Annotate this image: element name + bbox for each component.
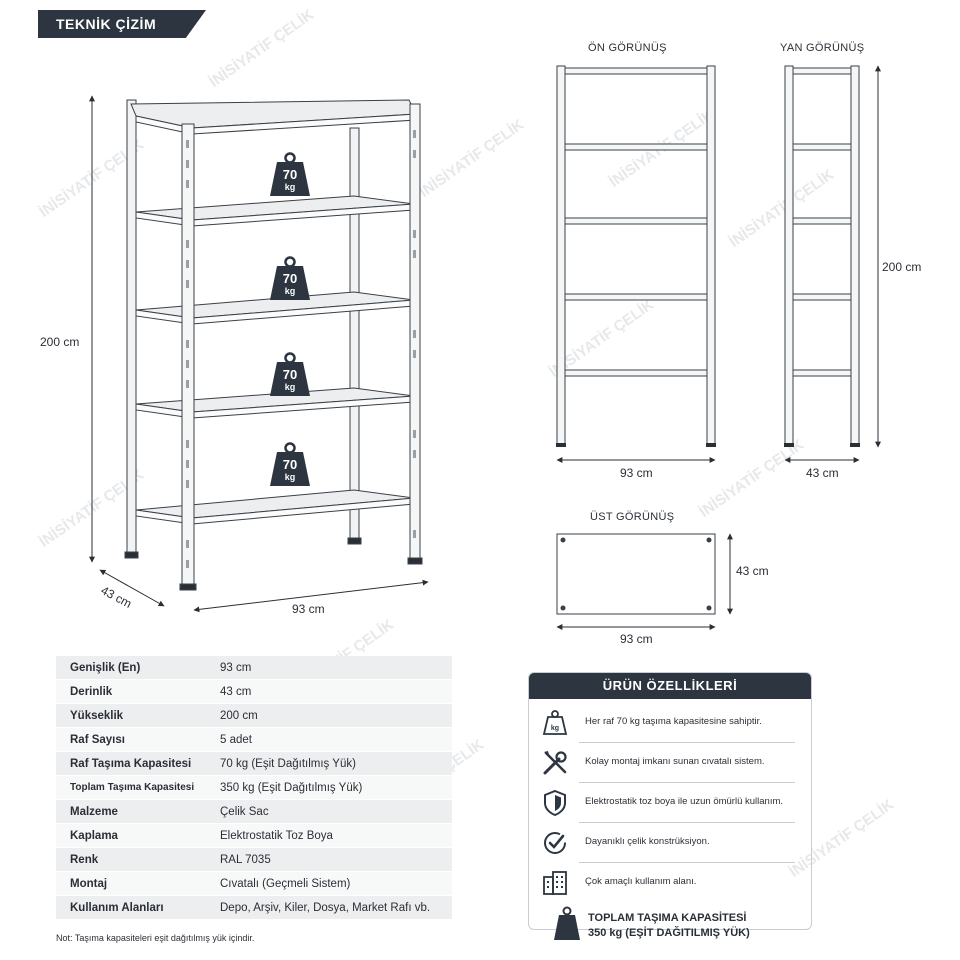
weight-unit: kg: [284, 182, 296, 192]
weight-icon: kg: [542, 710, 568, 735]
weight-icon: [270, 256, 310, 300]
feature-text: Çok amaçlı kullanım alanı.: [585, 876, 697, 887]
spec-value: Çelik Sac: [206, 799, 452, 824]
side-view-title: YAN GÖRÜNÜŞ: [780, 42, 865, 54]
feature-item: kg Her raf 70 kg taşıma kapasitesine sah…: [529, 703, 811, 743]
weight-icon: [270, 352, 310, 396]
spec-key: Genişlik (En): [56, 656, 206, 680]
weight-value: 70: [282, 167, 298, 182]
weight-unit: kg: [284, 472, 296, 482]
weight-value: 70: [282, 271, 298, 286]
feature-item: Dayanıklı çelik konstrüksiyon.: [529, 823, 811, 863]
spec-value: 70 kg (Eşit Dağıtılmış Yük): [206, 751, 452, 776]
feature-item: Kolay montaj imkanı sunan cıvatalı siste…: [529, 743, 811, 783]
spec-key: Yükseklik: [56, 703, 206, 728]
spec-key: Raf Sayısı: [56, 727, 206, 752]
side-view-drawing: [784, 65, 881, 463]
feature-item: Elektrostatik toz boya ile uzun ömürlü k…: [529, 783, 811, 823]
spec-value: 350 kg (Eşit Dağıtılmış Yük): [206, 775, 452, 800]
total-capacity: TOPLAM TAŞIMA KAPASİTESİ 350 kg (EŞİT DA…: [588, 911, 750, 941]
weight-unit: kg: [284, 382, 296, 392]
front-view-title: ÖN GÖRÜNÜŞ: [588, 42, 667, 54]
wrench-screwdriver-icon: [543, 751, 567, 775]
spec-key: Derinlik: [56, 679, 206, 704]
svg-text:kg: kg: [551, 725, 559, 732]
feature-text: Elektrostatik toz boya ile uzun ömürlü k…: [585, 796, 784, 807]
top-view-depth-label: 43 cm: [736, 564, 769, 578]
total-capacity-value: 350 kg (EŞİT DAĞITILMIŞ YÜK): [588, 927, 750, 939]
spec-key: Montaj: [56, 871, 206, 896]
table-row: Genişlik (En)93 cm: [56, 656, 452, 680]
spec-key: Kullanım Alanları: [56, 895, 206, 920]
weight-tag: 70 kg: [268, 256, 312, 302]
page-title: TEKNİK ÇİZİM: [38, 10, 206, 38]
feature-text: Kolay montaj imkanı sunan cıvatalı siste…: [585, 756, 765, 767]
weight-tag: 70 kg: [268, 152, 312, 198]
spec-value: 200 cm: [206, 703, 452, 728]
spec-value: RAL 7035: [206, 847, 452, 872]
spec-key: Malzeme: [56, 799, 206, 824]
weight-value: 70: [282, 367, 298, 382]
features-title: ÜRÜN ÖZELLİKLERİ: [529, 673, 811, 699]
spec-value: Cıvatalı (Geçmeli Sistem): [206, 871, 452, 896]
spec-key: Toplam Taşıma Kapasitesi: [56, 775, 206, 800]
feature-text: Her raf 70 kg taşıma kapasitesine sahipt…: [585, 716, 762, 727]
features-panel: ÜRÜN ÖZELLİKLERİ kg Her raf 70 kg taşıma…: [528, 672, 812, 930]
shield-icon: [544, 789, 566, 817]
perspective-width-label: 93 cm: [292, 602, 325, 616]
side-view-height-label: 200 cm: [882, 260, 922, 274]
top-view-drawing: [556, 533, 733, 630]
feature-item: Çok amaçlı kullanım alanı.: [529, 863, 811, 903]
weight-tag: 70 kg: [268, 352, 312, 398]
side-view-width-label: 43 cm: [806, 466, 839, 480]
weight-icon: [554, 906, 580, 940]
perspective-height-label: 200 cm: [40, 335, 80, 349]
spec-value: 93 cm: [206, 656, 452, 680]
spec-key: Renk: [56, 847, 206, 872]
front-view-drawing: [556, 65, 716, 463]
spec-value: 5 adet: [206, 727, 452, 752]
weight-icon: [270, 152, 310, 196]
spec-value: 43 cm: [206, 679, 452, 704]
spec-key: Raf Taşıma Kapasitesi: [56, 751, 206, 776]
top-view-width-label: 93 cm: [620, 632, 653, 646]
weight-value: 70: [282, 457, 298, 472]
footnote: Not: Taşıma kapasiteleri eşit dağıtılmış…: [56, 933, 255, 943]
check-badge-icon: [544, 832, 566, 854]
building-icon: [543, 871, 567, 895]
spec-value: Elektrostatik Toz Boya: [206, 823, 452, 848]
total-capacity-title: TOPLAM TAŞIMA KAPASİTESİ: [588, 912, 747, 924]
spec-value: Depo, Arşiv, Kiler, Dosya, Market Rafı v…: [206, 895, 452, 920]
front-view-width-label: 93 cm: [620, 466, 653, 480]
weight-tag: 70 kg: [268, 442, 312, 488]
shelf-perspective-drawing: [89, 95, 429, 613]
weight-icon: [270, 442, 310, 486]
weight-unit: kg: [284, 286, 296, 296]
feature-text: Dayanıklı çelik konstrüksiyon.: [585, 836, 710, 847]
spec-key: Kaplama: [56, 823, 206, 848]
top-view-title: ÜST GÖRÜNÜŞ: [590, 511, 675, 523]
